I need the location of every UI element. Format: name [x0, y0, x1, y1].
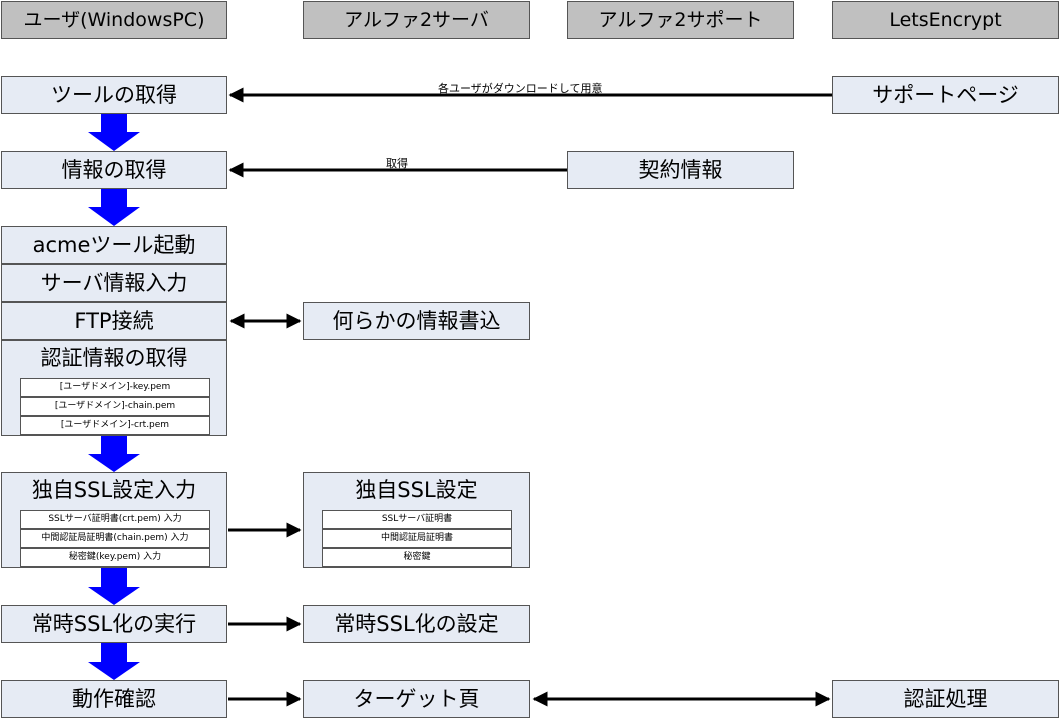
node-verify: 動作確認: [1, 680, 227, 718]
node-auth-process: 認証処理: [832, 680, 1059, 718]
ssl-set-chain: 中間認証局証明書: [322, 529, 512, 548]
node-ssl-input: 独自SSL設定入力 SSLサーバ証明書(crt.pem) 入力 中間認証局証明書…: [1, 472, 227, 568]
lane-header-user: ユーザ(WindowsPC): [1, 1, 227, 39]
node-ftp: FTP接続: [1, 302, 227, 340]
node-acme-start: acmeツール起動: [1, 226, 227, 264]
node-ssl-input-title: 独自SSL設定入力: [31, 478, 197, 502]
node-auth-get: 認証情報の取得 [ユーザドメイン]-key.pem [ユーザドメイン]-chai…: [1, 340, 227, 436]
node-auth-get-title: 認証情報の取得: [40, 346, 188, 370]
flow-arrow-2: [88, 189, 140, 226]
node-get-tool: ツールの取得: [1, 76, 227, 114]
flow-arrow-5: [88, 643, 140, 680]
node-ssl-set-title: 独自SSL設定: [355, 478, 478, 502]
ssl-input-crt: SSLサーバ証明書(crt.pem) 入力: [20, 510, 210, 529]
node-target-page: ターゲット頁: [303, 680, 530, 718]
lane-header-support: アルファ2サポート: [567, 1, 794, 39]
node-support-page: サポートページ: [832, 76, 1059, 114]
auth-file-chain: [ユーザドメイン]-chain.pem: [20, 397, 210, 416]
label-download: 各ユーザがダウンロードして用意: [438, 82, 603, 95]
node-write-info: 何らかの情報書込: [303, 302, 530, 340]
auth-file-key: [ユーザドメイン]-key.pem: [20, 378, 210, 397]
lane-header-server: アルファ2サーバ: [303, 1, 530, 39]
node-server-input: サーバ情報入力: [1, 264, 227, 302]
ssl-set-key: 秘密鍵: [322, 548, 512, 567]
flow-arrow-3: [88, 436, 140, 472]
ssl-set-crt: SSLサーバ証明書: [322, 510, 512, 529]
auth-file-crt: [ユーザドメイン]-crt.pem: [20, 416, 210, 435]
ssl-input-key: 秘密鍵(key.pem) 入力: [20, 548, 210, 567]
node-get-info: 情報の取得: [1, 151, 227, 189]
lane-header-letsencrypt: LetsEncrypt: [832, 1, 1059, 39]
node-contract-info: 契約情報: [567, 151, 794, 189]
node-always-ssl-set: 常時SSL化の設定: [303, 605, 530, 643]
ssl-input-chain: 中間認証局証明書(chain.pem) 入力: [20, 529, 210, 548]
flow-arrow-4: [88, 568, 140, 605]
label-acquire: 取得: [386, 157, 408, 170]
flow-arrow-1: [88, 114, 140, 151]
node-ssl-set: 独自SSL設定 SSLサーバ証明書 中間認証局証明書 秘密鍵: [303, 472, 530, 568]
node-always-ssl: 常時SSL化の実行: [1, 605, 227, 643]
